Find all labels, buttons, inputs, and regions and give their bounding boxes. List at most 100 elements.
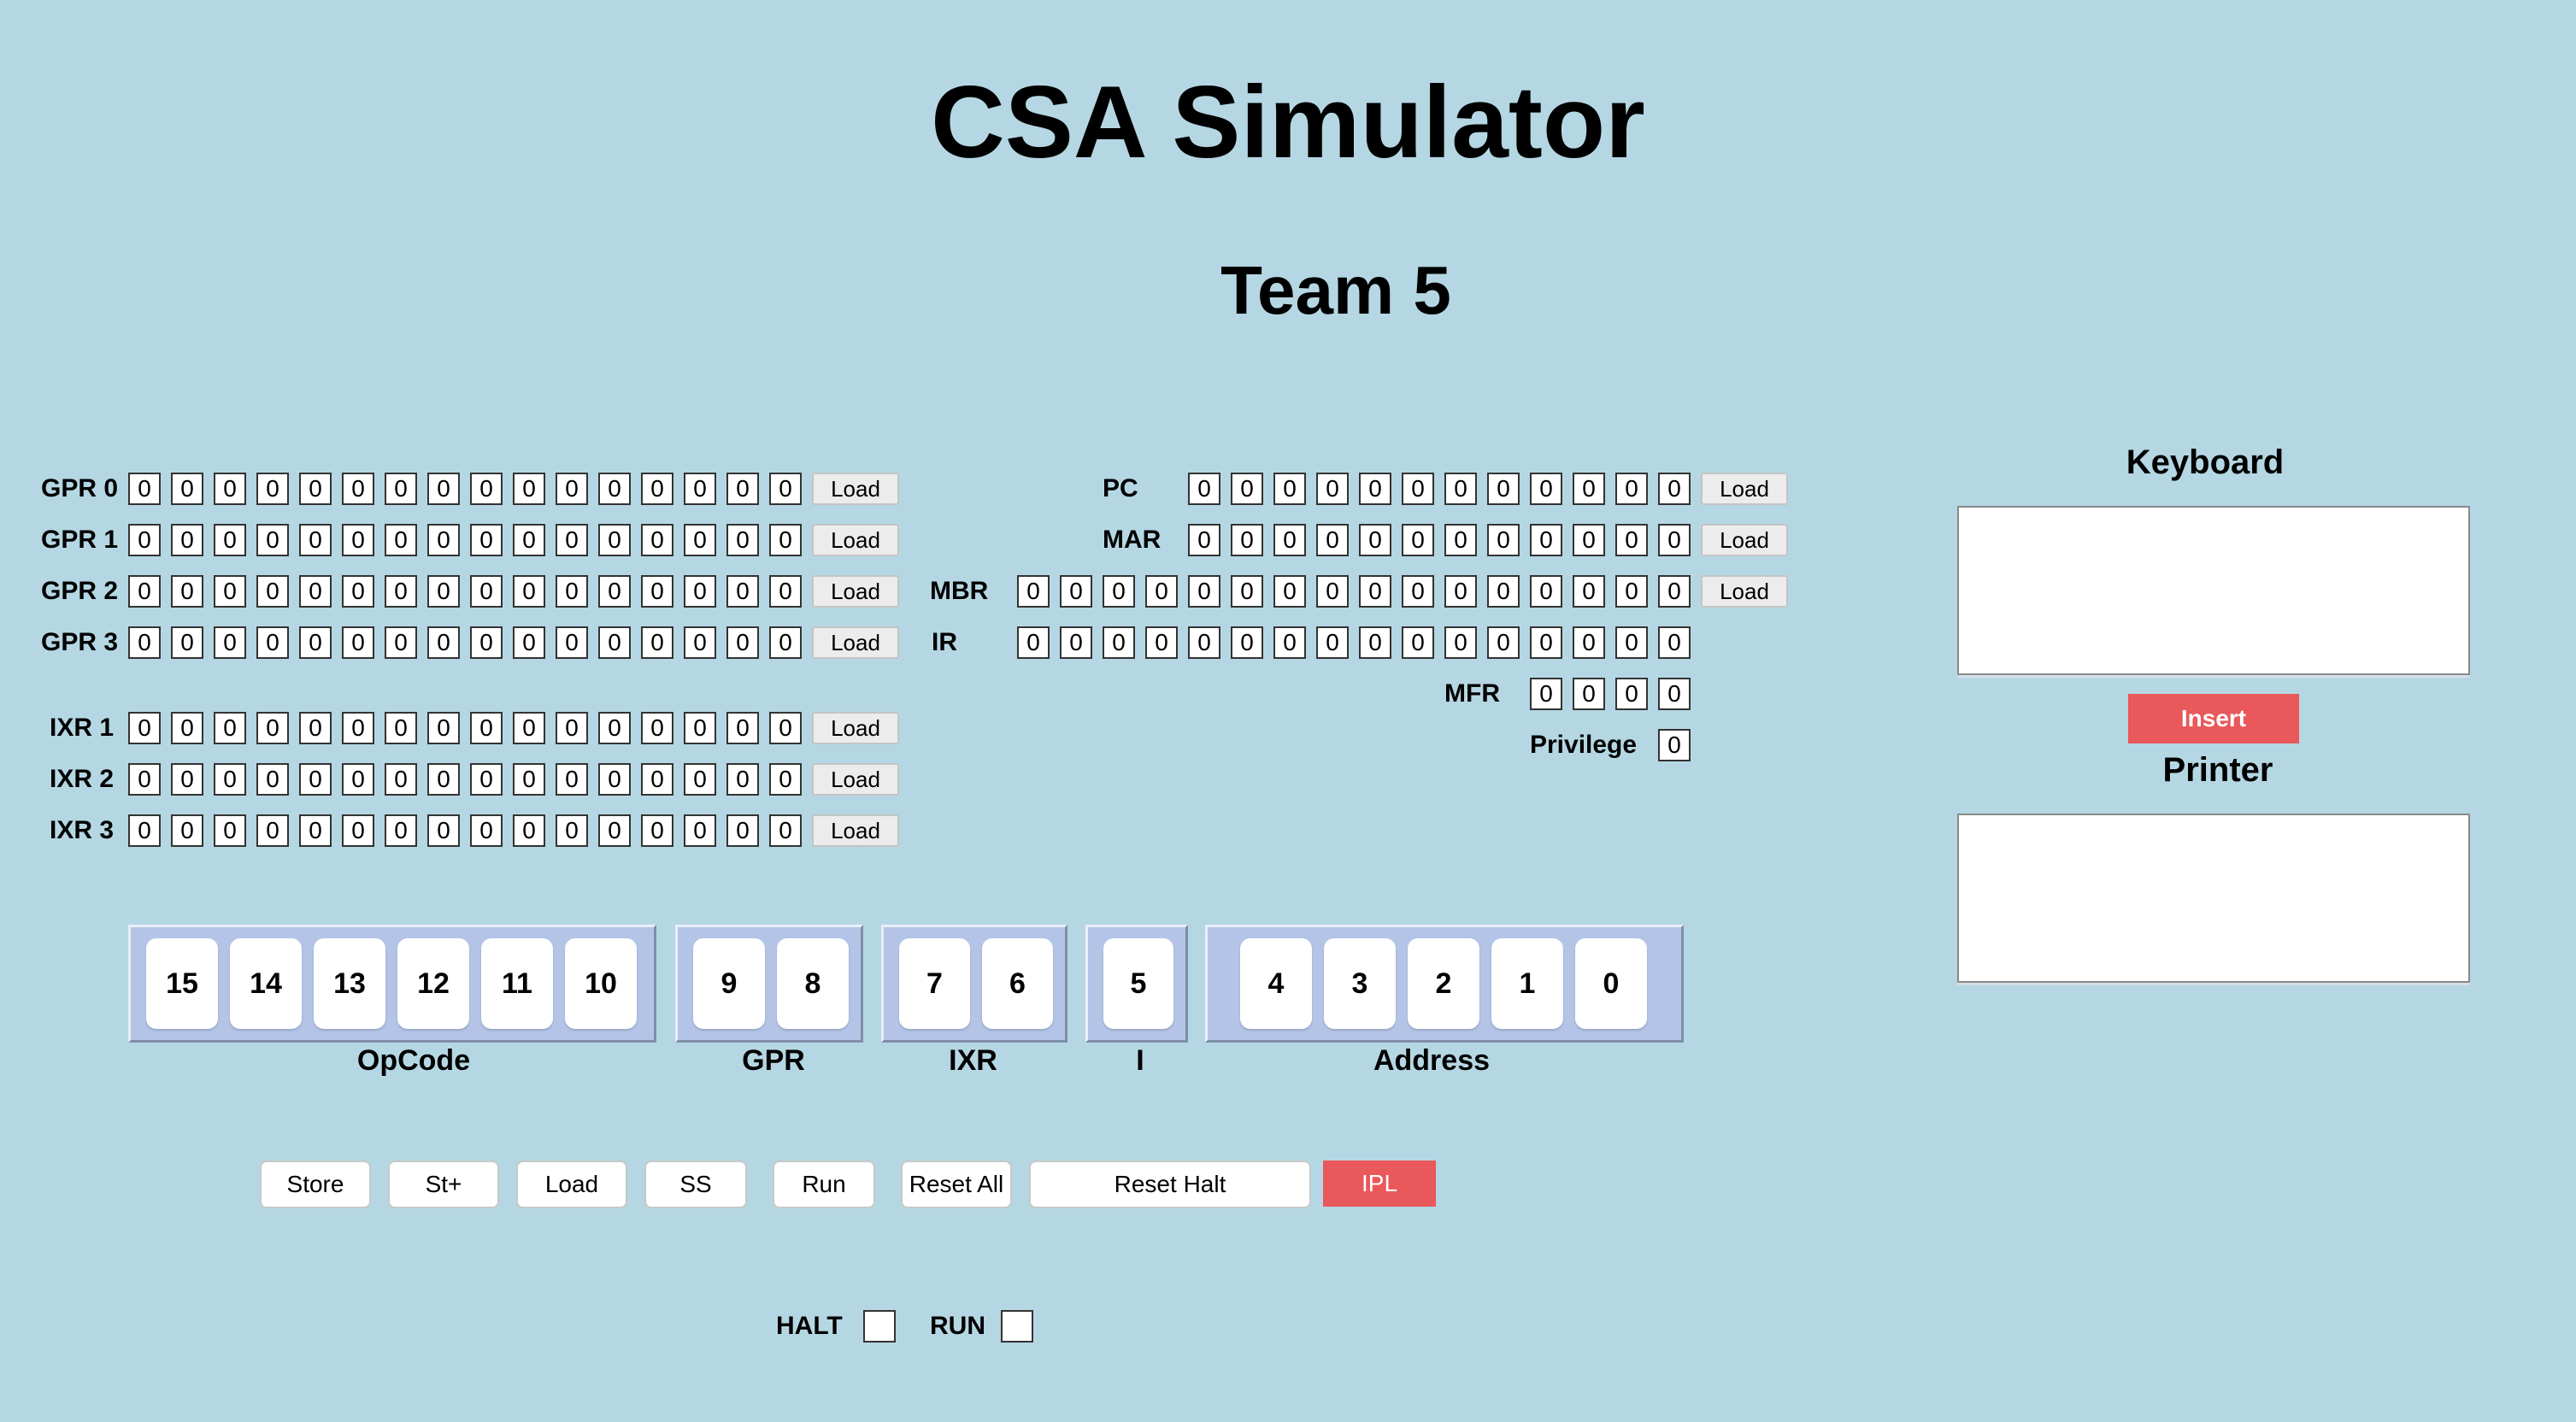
bit-field[interactable]: 0 [128,626,161,659]
bit-field[interactable]: 0 [598,626,631,659]
bit-field[interactable]: 0 [128,524,161,556]
bit-field[interactable]: 0 [470,763,503,796]
bit-field[interactable]: 0 [299,626,332,659]
bit-field[interactable]: 0 [214,524,246,556]
switch-bit-14[interactable]: 14 [230,938,302,1029]
bit-field[interactable]: 0 [128,814,161,847]
ixr-1-load-button[interactable]: Load [812,712,899,744]
bit-field[interactable]: 0 [769,575,802,608]
run-button[interactable]: Run [773,1161,875,1208]
switch-bit-7[interactable]: 7 [899,938,970,1029]
bit-field[interactable]: 0 [641,763,673,796]
bit-field[interactable]: 0 [427,763,460,796]
bit-field[interactable]: 0 [1359,473,1391,505]
bit-field[interactable]: 0 [1530,678,1562,710]
bit-field[interactable]: 0 [1188,473,1220,505]
bit-field[interactable]: 0 [1487,473,1520,505]
bit-field[interactable]: 0 [214,626,246,659]
bit-field[interactable]: 0 [470,814,503,847]
bit-field[interactable]: 0 [684,712,716,744]
bit-field[interactable]: 0 [171,473,203,505]
bit-field[interactable]: 0 [342,814,374,847]
bit-field[interactable]: 0 [641,712,673,744]
bit-field[interactable]: 0 [769,712,802,744]
ixr-3-load-button[interactable]: Load [812,814,899,847]
bit-field[interactable]: 0 [556,763,588,796]
bit-field[interactable]: 0 [470,712,503,744]
bit-field[interactable]: 0 [1530,524,1562,556]
bit-field[interactable]: 0 [1273,524,1306,556]
gpr-1-load-button[interactable]: Load [812,524,899,556]
bit-field[interactable]: 0 [1359,575,1391,608]
bit-field[interactable]: 0 [1658,729,1691,761]
bit-field[interactable]: 0 [556,712,588,744]
single-step-button[interactable]: SS [644,1161,747,1208]
bit-field[interactable]: 0 [171,524,203,556]
bit-field[interactable]: 0 [470,626,503,659]
bit-field[interactable]: 0 [256,575,289,608]
bit-field[interactable]: 0 [214,763,246,796]
bit-field[interactable]: 0 [385,575,417,608]
load-button[interactable]: Load [516,1161,627,1208]
ipl-button[interactable]: IPL [1323,1161,1436,1207]
bit-field[interactable]: 0 [1402,473,1434,505]
bit-field[interactable]: 0 [513,473,545,505]
bit-field[interactable]: 0 [684,626,716,659]
bit-field[interactable]: 0 [214,473,246,505]
bit-field[interactable]: 0 [684,814,716,847]
bit-field[interactable]: 0 [513,575,545,608]
switch-bit-13[interactable]: 13 [314,938,385,1029]
bit-field[interactable]: 0 [427,712,460,744]
mar-load-button[interactable]: Load [1701,524,1788,556]
bit-field[interactable]: 0 [256,473,289,505]
bit-field[interactable]: 0 [556,575,588,608]
bit-field[interactable]: 0 [1145,575,1178,608]
bit-field[interactable]: 0 [128,575,161,608]
bit-field[interactable]: 0 [1231,626,1263,659]
switch-bit-11[interactable]: 11 [481,938,553,1029]
bit-field[interactable]: 0 [513,524,545,556]
bit-field[interactable]: 0 [1530,473,1562,505]
gpr-0-load-button[interactable]: Load [812,473,899,505]
bit-field[interactable]: 0 [1231,473,1263,505]
bit-field[interactable]: 0 [1359,626,1391,659]
switch-bit-12[interactable]: 12 [397,938,469,1029]
bit-field[interactable]: 0 [427,524,460,556]
bit-field[interactable]: 0 [470,575,503,608]
switch-bit-5[interactable]: 5 [1103,938,1173,1029]
bit-field[interactable]: 0 [299,763,332,796]
bit-field[interactable]: 0 [342,626,374,659]
bit-field[interactable]: 0 [513,763,545,796]
bit-field[interactable]: 0 [1573,626,1605,659]
bit-field[interactable]: 0 [1017,626,1050,659]
bit-field[interactable]: 0 [1188,524,1220,556]
bit-field[interactable]: 0 [171,575,203,608]
bit-field[interactable]: 0 [342,524,374,556]
bit-field[interactable]: 0 [1487,524,1520,556]
bit-field[interactable]: 0 [1060,575,1092,608]
bit-field[interactable]: 0 [769,814,802,847]
bit-field[interactable]: 0 [385,524,417,556]
bit-field[interactable]: 0 [1316,575,1349,608]
gpr-3-load-button[interactable]: Load [812,626,899,659]
bit-field[interactable]: 0 [1402,575,1434,608]
bit-field[interactable]: 0 [556,473,588,505]
bit-field[interactable]: 0 [556,626,588,659]
bit-field[interactable]: 0 [1658,626,1691,659]
bit-field[interactable]: 0 [1103,575,1135,608]
bit-field[interactable]: 0 [1658,678,1691,710]
switch-bit-10[interactable]: 10 [565,938,637,1029]
bit-field[interactable]: 0 [1316,473,1349,505]
bit-field[interactable]: 0 [598,763,631,796]
store-button[interactable]: Store [260,1161,371,1208]
bit-field[interactable]: 0 [342,473,374,505]
bit-field[interactable]: 0 [385,814,417,847]
bit-field[interactable]: 0 [1530,626,1562,659]
bit-field[interactable]: 0 [684,575,716,608]
bit-field[interactable]: 0 [1316,626,1349,659]
bit-field[interactable]: 0 [726,575,759,608]
bit-field[interactable]: 0 [1273,626,1306,659]
bit-field[interactable]: 0 [256,712,289,744]
bit-field[interactable]: 0 [1573,678,1605,710]
bit-field[interactable]: 0 [128,763,161,796]
